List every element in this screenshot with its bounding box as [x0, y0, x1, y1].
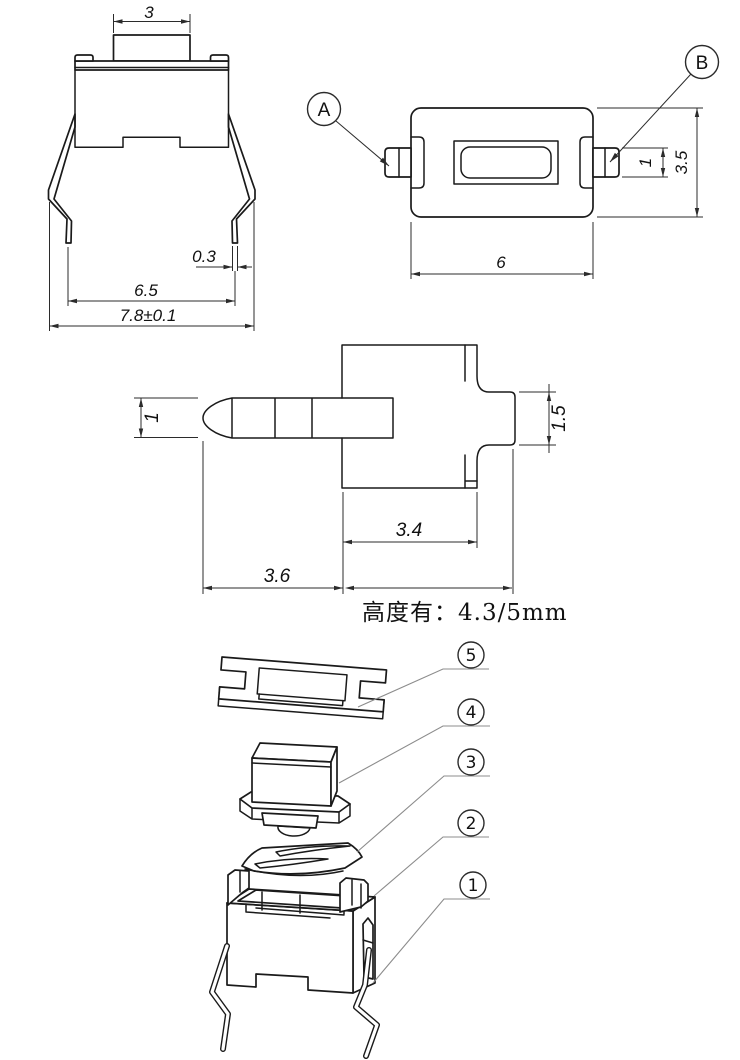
dim-button-width-label: 3 [144, 3, 154, 22]
balloon-b [684, 44, 720, 80]
dim-boss-height-label: 1.5 [549, 405, 570, 432]
stem-right-face [330, 746, 338, 807]
exploded-balloons: 5 4 3 2 1 [338, 641, 490, 984]
balloon-a [306, 91, 342, 127]
balloon-3-label: 3 [466, 753, 477, 773]
dim-pin-spacing-label: 6.5 [134, 281, 158, 300]
side-view-pin [202, 397, 394, 439]
balloon-4-label: 4 [466, 703, 477, 723]
dim-body-height-label: 3.5 [672, 150, 691, 174]
dome-slot-upper [275, 845, 351, 857]
stem-dome [277, 825, 311, 837]
top-view-left-tab [410, 136, 425, 189]
dim-pin-length-label: 3.6 [264, 566, 291, 587]
stem-collar [261, 812, 319, 829]
front-view-left-leg [47, 113, 76, 244]
top-view-right-tab [579, 136, 594, 189]
part-4-stem [239, 742, 351, 837]
part-3-metal-dome [241, 842, 363, 877]
dim-terminal-width-label: 1 [636, 158, 655, 167]
part-1-terminals [209, 917, 380, 1059]
dome-slot-lower [254, 857, 329, 869]
side-view: 1 1.5 3.4 3.6 高度有：4.3/5mm [134, 344, 570, 626]
front-view-top-plate [74, 60, 230, 71]
front-view-right-ear [209, 54, 230, 62]
balloon-3 [457, 748, 485, 776]
top-view-slot-outer [453, 140, 559, 185]
balloon-1 [459, 871, 487, 899]
part-5-cover-plate [217, 656, 388, 720]
balloon-5-label: 5 [466, 646, 477, 666]
front-view-body [74, 69, 230, 149]
dim-pin-diameter-label: 1 [142, 412, 163, 423]
housing-front-face [226, 902, 354, 994]
dim-pin-thickness-label: 0.3 [192, 247, 216, 266]
housing-left-post [227, 869, 250, 906]
balloon-a-label: A [318, 100, 331, 121]
front-view-left-ear [74, 54, 94, 62]
balloon-2-label: 2 [466, 814, 477, 834]
top-view-body [410, 107, 594, 218]
dim-body-depth-label: 3.4 [396, 520, 422, 541]
part-2-housing [226, 869, 376, 994]
front-view: 3 0.3 6.5 7.8±0.1 [47, 3, 256, 331]
front-view-right-leg [227, 113, 256, 244]
dim-body-width-label: 6 [496, 253, 506, 272]
balloon-2 [457, 809, 485, 837]
exploded-view: 5 4 3 2 1 [209, 641, 490, 1059]
balloon-1-label: 1 [468, 876, 479, 896]
front-view-button [112, 34, 191, 62]
top-view-left-terminal [384, 147, 412, 178]
top-view-slot-inner [460, 146, 552, 179]
balloon-4 [457, 698, 485, 726]
balloon-5 [457, 641, 485, 669]
dim-overall-width-label: 7.8±0.1 [120, 306, 177, 325]
top-view: A B 1 3.5 6 [306, 44, 720, 279]
side-view-body [341, 344, 516, 489]
top-view-right-terminal [592, 147, 620, 178]
balloon-b-label: B [696, 53, 709, 74]
height-note: 高度有：4.3/5mm [362, 600, 568, 626]
